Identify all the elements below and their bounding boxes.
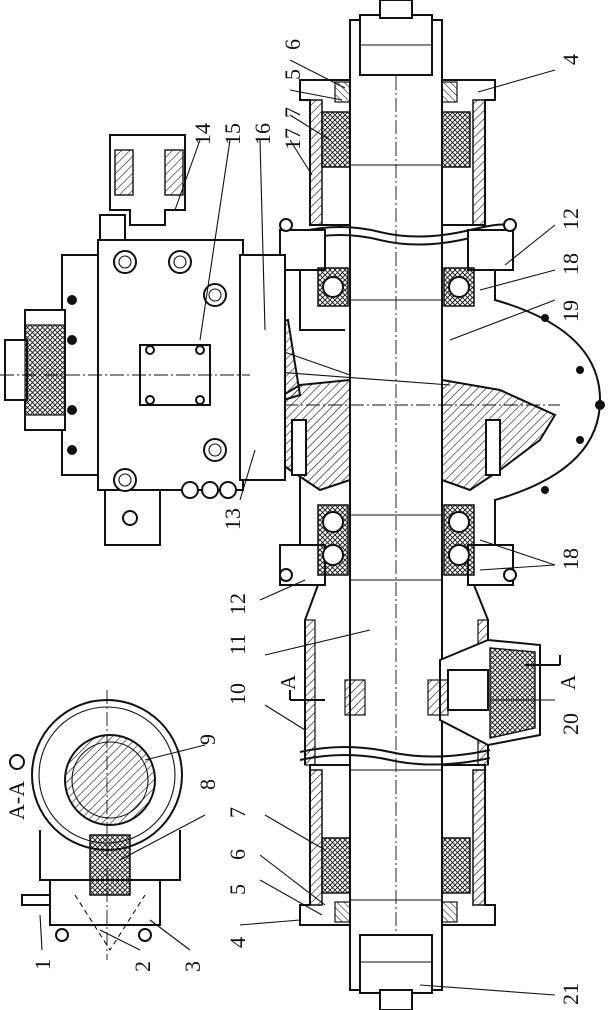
callout-4-top: 4 — [558, 54, 583, 65]
callout-1: 1 — [30, 959, 55, 970]
bottom-bearing-housing — [299, 764, 496, 926]
callout-8: 8 — [195, 779, 220, 790]
callout-15: 15 — [220, 123, 245, 145]
callout-21: 21 — [558, 983, 583, 1005]
callout-18-top: 18 — [558, 253, 583, 275]
callout-5-top: 5 — [280, 69, 305, 80]
callout-16: 16 — [250, 123, 275, 145]
crown-gear — [240, 378, 560, 492]
callout-14: 14 — [190, 123, 215, 145]
callout-3: 3 — [180, 961, 205, 972]
companion-flange — [0, 254, 250, 476]
callout-9: 9 — [195, 734, 220, 745]
section-marker-left: A — [276, 674, 300, 690]
housing-bolts — [279, 218, 605, 582]
callout-6-bottom: 6 — [225, 849, 250, 860]
shaft-end-top — [359, 0, 433, 76]
axle-shaft — [299, 10, 510, 1000]
callout-12-top: 12 — [558, 208, 583, 230]
section-title: A-A — [4, 781, 29, 820]
callout-2: 2 — [130, 961, 155, 972]
callout-17: 17 — [280, 128, 305, 150]
callout-10: 10 — [225, 683, 250, 705]
section-arrows: A A — [276, 655, 580, 701]
callout-13: 13 — [220, 508, 245, 530]
callout-12-bottom: 12 — [225, 593, 250, 615]
callout-11: 11 — [225, 634, 250, 655]
shaft-end-bottom — [359, 934, 433, 1010]
callout-20: 20 — [558, 713, 583, 735]
callout-19: 19 — [558, 300, 583, 322]
callout-labels: 1 2 3 4 5 6 7 8 9 10 11 12 13 14 15 16 1… — [4, 39, 583, 1005]
section-marker-right: A — [556, 674, 580, 690]
callout-7-bottom: 7 — [225, 807, 250, 818]
callout-7-top: 7 — [280, 107, 305, 118]
callout-5-bottom: 5 — [225, 884, 250, 895]
section-circle-icon — [9, 754, 25, 770]
callout-6-top: 6 — [280, 39, 305, 50]
callout-18-bottom: 18 — [558, 548, 583, 570]
differential-housing — [279, 218, 605, 586]
yoke — [109, 134, 186, 226]
pinion-housing — [97, 214, 286, 546]
callout-4-bottom: 4 — [225, 937, 250, 948]
top-bearing-housing — [299, 79, 496, 226]
leader-lines — [39, 59, 556, 996]
section-view-aa — [21, 690, 183, 960]
breather-plug — [344, 638, 541, 747]
